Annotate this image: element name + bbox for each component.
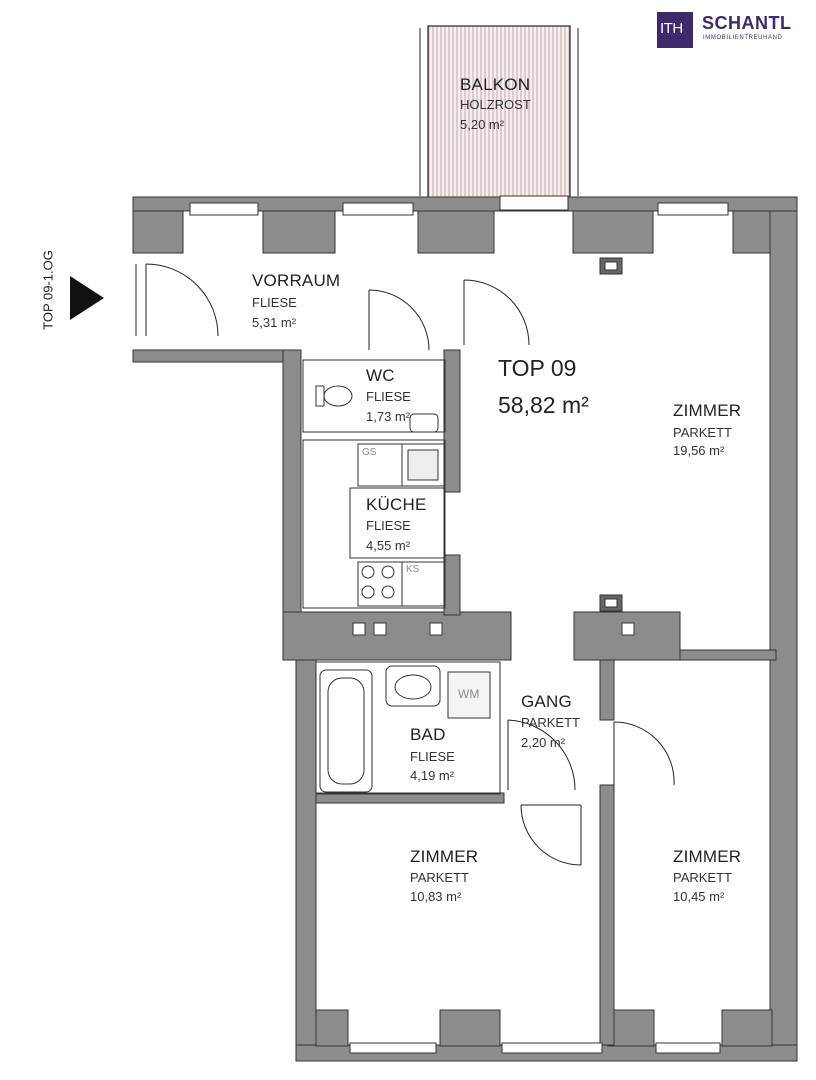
room-vorraum-floor: FLIESE (252, 295, 297, 310)
unit-name: TOP 09 (498, 355, 577, 381)
room-balkon-floor: HOLZROST (460, 97, 531, 112)
room-kueche-floor: FLIESE (366, 518, 411, 533)
room-bad-area: 4,19 m² (410, 768, 455, 783)
room-zimmer-a-area: 19,56 m² (673, 443, 725, 458)
windows (189, 195, 729, 1054)
fixture-wm-label: WM (458, 687, 480, 701)
room-zimmer-c-floor: PARKETT (673, 870, 732, 885)
room-bad-name: BAD (410, 725, 446, 744)
walls (132, 196, 798, 1062)
fixture-gs-label: GS (362, 447, 377, 458)
room-zimmer-c-area: 10,45 m² (673, 889, 725, 904)
brand-logo (657, 12, 693, 48)
room-balkon-area: 5,20 m² (460, 117, 505, 132)
balcony (419, 25, 579, 199)
room-wc-floor: FLIESE (366, 389, 411, 404)
room-zimmer-a-name: ZIMMER (673, 401, 742, 420)
room-zimmer-a-floor: PARKETT (673, 425, 732, 440)
room-zimmer-c-name: ZIMMER (673, 847, 742, 866)
doors (135, 263, 675, 866)
entrance-arrow-icon (70, 276, 104, 320)
brand-name: SCHANTL (702, 13, 792, 33)
room-wc-area: 1,73 m² (366, 409, 411, 424)
room-vorraum-name: VORRAUM (252, 271, 341, 290)
room-vorraum-area: 5,31 m² (252, 315, 297, 330)
brand-mark: ITH (660, 20, 683, 37)
room-gang-name: GANG (521, 692, 572, 711)
brand-tagline: IMMOBILIENTREUHAND (703, 35, 783, 41)
fixture-ks-label: KS (406, 564, 420, 575)
toilet-icon (323, 385, 353, 407)
room-balkon-name: BALKON (460, 75, 531, 94)
room-zimmer-b-area: 10,83 m² (410, 889, 462, 904)
room-kueche-area: 4,55 m² (366, 538, 411, 553)
room-gang-area: 2,20 m² (521, 735, 566, 750)
unit-area: 58,82 m² (498, 392, 589, 418)
room-zimmer-b-floor: PARKETT (410, 870, 469, 885)
room-zimmer-b-name: ZIMMER (410, 847, 479, 866)
room-bad-floor: FLIESE (410, 749, 455, 764)
entrance-label: TOP 09-1.OG (40, 250, 56, 330)
fixtures (315, 257, 635, 793)
room-kueche-name: KÜCHE (366, 495, 427, 514)
room-gang-floor: PARKETT (521, 715, 580, 730)
room-wc-name: WC (366, 366, 395, 385)
